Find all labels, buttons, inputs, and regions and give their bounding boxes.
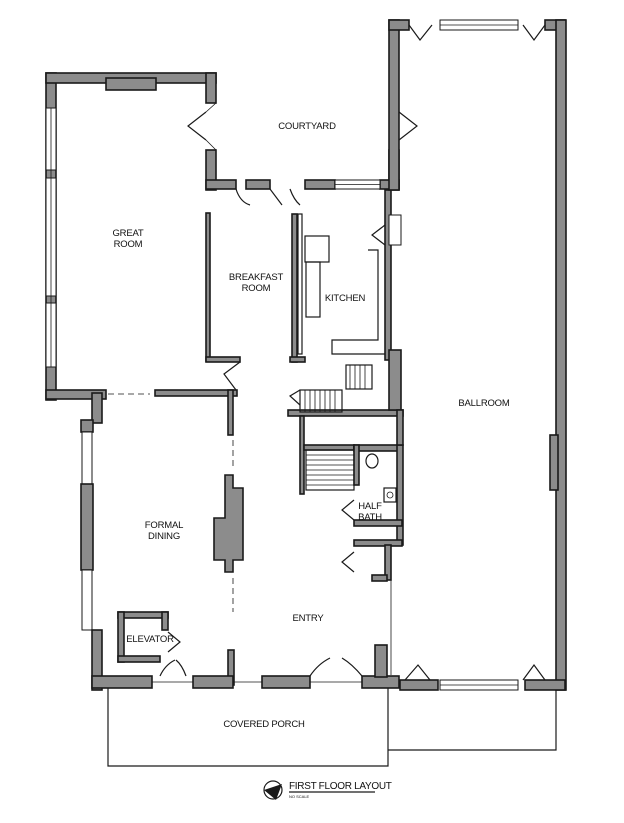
label-breakfast-line1: BREAKFAST — [229, 272, 284, 283]
label-breakfast-line2: ROOM — [242, 283, 271, 294]
half-bath — [341, 444, 404, 675]
breakfast-kitchen-walls — [205, 189, 402, 363]
label-half-bath-line1: HALF — [358, 501, 382, 512]
ballroom-walls — [388, 19, 567, 691]
elevator — [117, 611, 181, 663]
label-formal-dining-line2: DINING — [148, 531, 180, 542]
label-formal-dining-line1: FORMAL — [145, 520, 183, 531]
label-entry: ENTRY — [292, 613, 324, 624]
entry-front-wall — [91, 644, 400, 689]
label-kitchen: KITCHEN — [325, 293, 366, 304]
covered-porch — [107, 688, 557, 767]
label-covered-porch: COVERED PORCH — [223, 719, 305, 730]
label-ballroom: BALLROOM — [458, 398, 509, 409]
label-courtyard: COURTYARD — [278, 121, 336, 132]
breakfast-kitchen-doors — [223, 224, 386, 391]
title-block: FIRST FLOOR LAYOUT NO SCALE — [263, 780, 392, 800]
drawing-scale: NO SCALE — [289, 794, 310, 799]
stairs — [287, 364, 404, 495]
courtyard-walls — [205, 149, 400, 191]
label-half-bath-line2: BATH — [358, 512, 382, 523]
label-great-room-line2: ROOM — [114, 239, 143, 250]
label-great-room-line1: GREAT — [112, 228, 143, 239]
drawing-title: FIRST FLOOR LAYOUT — [289, 781, 392, 792]
north-arrow-pointer-icon — [264, 784, 282, 800]
great-room-windows — [45, 107, 57, 368]
formal-dining-walls — [80, 389, 244, 691]
label-elevator: ELEVATOR — [126, 634, 174, 645]
